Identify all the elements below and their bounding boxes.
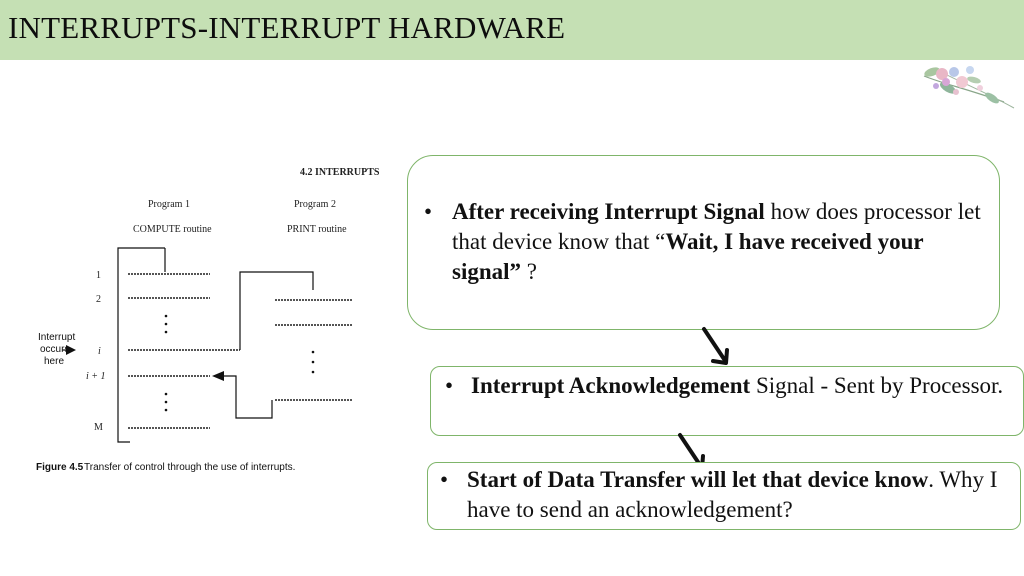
acknowledgement-rest: Signal - Sent by Processor. bbox=[750, 373, 1004, 398]
interrupt-note-line3: here bbox=[44, 356, 64, 367]
question-bold-1: After receiving Interrupt Signal bbox=[452, 199, 765, 224]
slide-title: INTERRUPTS-INTERRUPT HARDWARE bbox=[8, 10, 566, 45]
row-label-1: 1 bbox=[96, 270, 101, 281]
data-transfer-text: Start of Data Transfer will let that dev… bbox=[467, 465, 1012, 525]
figure-header: 4.2 INTERRUPTS bbox=[300, 167, 380, 178]
interrupt-flow-diagram: 4.2 INTERRUPTS Program 1 COMPUTE routine… bbox=[36, 167, 380, 473]
acknowledgement-bold: Interrupt Acknowledgement bbox=[471, 373, 751, 398]
bullet-1: • bbox=[424, 199, 433, 224]
acknowledgement-text: Interrupt Acknowledgement Signal - Sent … bbox=[471, 371, 1011, 401]
question-box bbox=[407, 155, 1000, 330]
question-text-1: how does processor let that device know … bbox=[452, 199, 981, 254]
interrupt-note-line2: occurs bbox=[40, 344, 69, 355]
flower-bouquet-icon bbox=[923, 66, 1015, 109]
row-label-i-plus-1: i + 1 bbox=[86, 371, 106, 382]
interrupt-note-line1: Interrupt bbox=[38, 332, 75, 343]
data-transfer-box bbox=[427, 462, 1021, 530]
acknowledgement-box bbox=[430, 366, 1024, 436]
program1-label: Program 1 bbox=[148, 199, 190, 210]
question-text: After receiving Interrupt Signal how doe… bbox=[452, 197, 982, 287]
program1-routine: COMPUTE routine bbox=[133, 224, 212, 235]
question-bold-2: Wait, I have received your signal” bbox=[452, 229, 924, 284]
program2-label: Program 2 bbox=[294, 199, 336, 210]
data-transfer-rest: . Why I have to send an acknowledgement? bbox=[467, 467, 998, 522]
title-bar: INTERRUPTS-INTERRUPT HARDWARE bbox=[0, 0, 1024, 60]
row-label-2: 2 bbox=[96, 294, 101, 305]
figure-caption-text: Transfer of control through the use of i… bbox=[84, 462, 295, 473]
arrow-down-right-icon bbox=[702, 327, 729, 365]
program2-routine: PRINT routine bbox=[287, 224, 347, 235]
row-label-m: M bbox=[94, 422, 103, 433]
bullet-3: • bbox=[440, 467, 449, 492]
figure-caption-label: Figure 4.5 bbox=[36, 462, 84, 473]
question-text-2: ? bbox=[521, 259, 537, 284]
bullet-2: • bbox=[445, 373, 454, 398]
data-transfer-bold: Start of Data Transfer will let that dev… bbox=[467, 467, 929, 492]
row-label-i: i bbox=[98, 346, 101, 357]
interrupt-figure: 4.2 INTERRUPTS Program 1 COMPUTE routine… bbox=[0, 160, 410, 500]
